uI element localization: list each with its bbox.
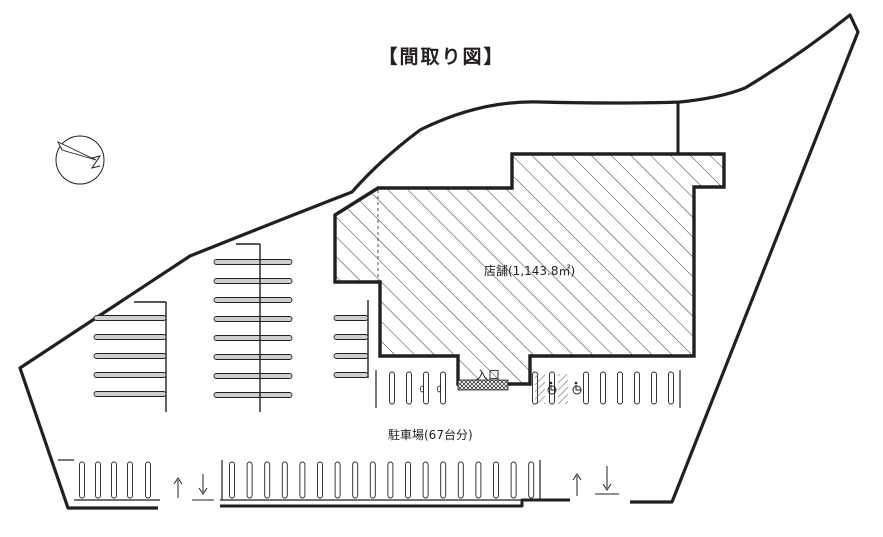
parking-space xyxy=(93,315,167,321)
parking-space xyxy=(213,335,293,341)
page-title: 【間取り図】 xyxy=(378,46,505,68)
wheelchair-icon xyxy=(572,381,582,395)
accessible-space-left-stripe xyxy=(535,374,545,404)
arrow-up-icon xyxy=(572,473,582,496)
entrance-label: 入口 xyxy=(476,368,501,382)
parking-space xyxy=(264,461,271,499)
parking-space xyxy=(213,392,293,398)
store-label: 店舗(1,143.8㎡) xyxy=(484,264,576,278)
parking-space xyxy=(299,461,306,499)
parking-space xyxy=(95,461,101,499)
parking-space xyxy=(369,461,376,499)
accessible-space-right-stripe xyxy=(558,374,568,404)
parking-space xyxy=(281,461,288,499)
arrow-down-icon xyxy=(192,474,214,501)
parking-space xyxy=(583,371,589,405)
parking-label: 駐車場(67台分) xyxy=(388,428,473,442)
parking-space xyxy=(246,461,253,499)
site-boundary-bottom xyxy=(220,498,570,508)
parking-space xyxy=(510,461,517,499)
sign-mark xyxy=(419,385,424,393)
parking-space xyxy=(387,461,394,499)
parking-space xyxy=(406,371,412,405)
parking-space xyxy=(423,371,429,405)
parking-space xyxy=(634,371,640,405)
parking-space xyxy=(213,297,293,303)
parking-space xyxy=(333,372,369,378)
parking-space xyxy=(617,371,623,405)
arrow-down-icon xyxy=(595,466,619,495)
parking-space xyxy=(493,461,499,499)
north-arrow-icon xyxy=(55,135,105,185)
parking-space xyxy=(440,461,447,499)
parking-space xyxy=(229,461,235,499)
parking-space xyxy=(422,461,429,499)
parking-space xyxy=(549,371,555,405)
parking-space xyxy=(213,373,293,379)
parking-space xyxy=(333,334,369,340)
parking-space xyxy=(93,372,167,378)
parking-space xyxy=(333,353,369,359)
parking-space xyxy=(475,461,482,499)
store-building xyxy=(333,152,726,386)
parking-space xyxy=(317,461,323,499)
parking-space xyxy=(528,461,535,499)
parking-space xyxy=(213,316,293,322)
parking-group-center xyxy=(213,259,293,398)
parking-space xyxy=(352,461,359,499)
parking-space xyxy=(79,461,85,499)
parking-space xyxy=(127,461,133,499)
site-boundary xyxy=(18,13,860,510)
parking-group-near-store xyxy=(333,300,369,378)
parking-space xyxy=(213,354,293,360)
parking-space xyxy=(93,334,167,340)
sign-mark xyxy=(436,385,441,393)
parking-space xyxy=(389,371,395,405)
parking-space xyxy=(93,353,167,359)
parking-space xyxy=(93,391,167,397)
parking-group-left xyxy=(93,301,167,412)
parking-space xyxy=(213,259,293,265)
parking-space xyxy=(145,461,151,499)
parking-space xyxy=(213,278,293,284)
parking-space xyxy=(333,315,369,321)
parking-space xyxy=(334,461,341,499)
parking-space xyxy=(668,371,674,405)
entrance-mat xyxy=(457,379,509,391)
wheelchair-icon xyxy=(547,381,557,395)
parking-space xyxy=(405,461,411,499)
arrow-up-icon xyxy=(173,477,183,498)
parking-space xyxy=(111,461,117,499)
parking-group-bottom xyxy=(58,459,541,501)
parking-space xyxy=(440,371,446,405)
parking-space xyxy=(600,371,606,405)
parking-space xyxy=(457,461,464,499)
parking-space xyxy=(651,371,657,405)
